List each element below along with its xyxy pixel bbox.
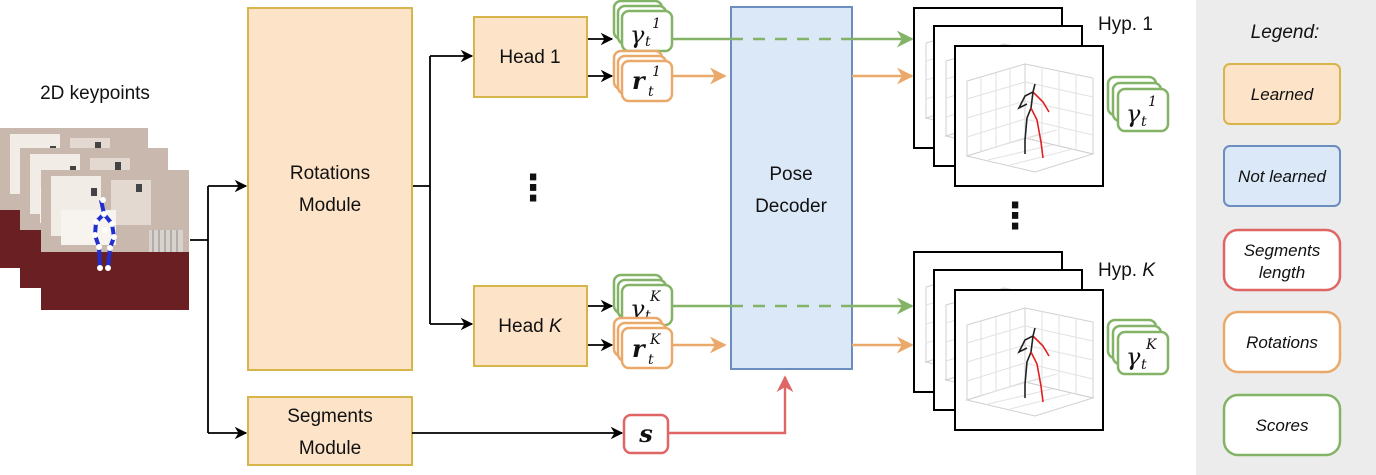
svg-text:K: K <box>649 289 662 305</box>
legend-item-segments-length: Segments length <box>1222 228 1342 292</box>
segments-module: Segments Module <box>247 396 413 466</box>
gamma-1-symbol: γ <box>630 21 645 49</box>
gamma-k-symbol: γ <box>630 295 645 323</box>
heads-ellipsis: ⋮ <box>515 167 551 208</box>
segments-module-line2: Module <box>299 438 361 459</box>
svg-text:1: 1 <box>652 64 661 80</box>
pose-decoder-line1: Pose <box>769 164 812 185</box>
svg-text:Rotations: Rotations <box>1246 333 1318 352</box>
segments-module-line1: Segments <box>287 406 373 427</box>
rotations-module: Rotations Module <box>247 7 413 371</box>
legend-item-scores: Scores <box>1222 393 1342 457</box>
hyp-1-label: Hyp. 1 <box>1098 14 1153 35</box>
flow-arrows <box>412 30 914 440</box>
r-k-stack: r t K <box>612 316 674 370</box>
hyp-k-label: Hyp. K <box>1098 260 1156 281</box>
r-1-stack: r t 1 <box>612 49 674 103</box>
legend-title: Legend: <box>1251 22 1320 43</box>
legend-item-rotations: Rotations <box>1222 310 1342 374</box>
hypotheses-ellipsis: ⋮ <box>997 195 1033 236</box>
r-k-symbol: r <box>632 334 647 363</box>
input-label: 2D keypoints <box>40 83 150 104</box>
svg-text:1: 1 <box>1148 94 1157 110</box>
head-1: Head 1 <box>473 16 588 98</box>
svg-text:K: K <box>649 332 662 348</box>
svg-text:t: t <box>645 308 651 324</box>
gamma-k-stack: γ t K <box>612 273 674 327</box>
output-gamma-1-stack: γ t 1 <box>1106 75 1170 133</box>
pose-decoder-line2: Decoder <box>755 196 827 217</box>
svg-text:t: t <box>648 84 654 100</box>
hypothesis-k-plots <box>913 251 1104 431</box>
svg-text:t: t <box>645 34 651 50</box>
svg-text:γ: γ <box>1126 343 1141 371</box>
svg-text:γ: γ <box>1126 100 1141 128</box>
svg-text:t: t <box>648 352 654 368</box>
svg-text:Segments: Segments <box>1244 241 1321 260</box>
svg-text:Scores: Scores <box>1256 416 1309 435</box>
legend-item-learned: Learned <box>1223 63 1341 125</box>
head-1-label: Head 1 <box>499 47 560 68</box>
hypothesis-1-plots <box>913 7 1104 187</box>
svg-text:Not learned: Not learned <box>1238 167 1326 186</box>
legend: Legend: Learned Not learned Segments len… <box>1196 0 1376 475</box>
svg-text:t: t <box>1141 357 1147 373</box>
s-symbol: s <box>638 419 653 448</box>
rotations-module-line2: Module <box>299 195 361 216</box>
legend-item-not-learned: Not learned <box>1223 145 1341 207</box>
pose-decoder: Pose Decoder <box>730 6 853 370</box>
input-frames <box>0 127 190 311</box>
head-k: Head K <box>473 285 588 367</box>
r-1-symbol: r <box>632 66 647 95</box>
segments-length-s: s <box>622 413 670 455</box>
black-connectors <box>190 32 614 440</box>
svg-text:K: K <box>1145 337 1158 353</box>
svg-text:length: length <box>1259 263 1305 282</box>
svg-text:1: 1 <box>652 16 661 32</box>
output-gamma-k-stack: γ t K <box>1106 318 1170 376</box>
keypoint-skeleton <box>92 197 117 271</box>
head-k-label: Head K <box>498 316 563 337</box>
rotations-module-line1: Rotations <box>290 163 370 184</box>
svg-text:t: t <box>1141 114 1147 130</box>
svg-text:Learned: Learned <box>1251 85 1314 104</box>
gamma-1-stack: γ t 1 <box>612 0 674 53</box>
